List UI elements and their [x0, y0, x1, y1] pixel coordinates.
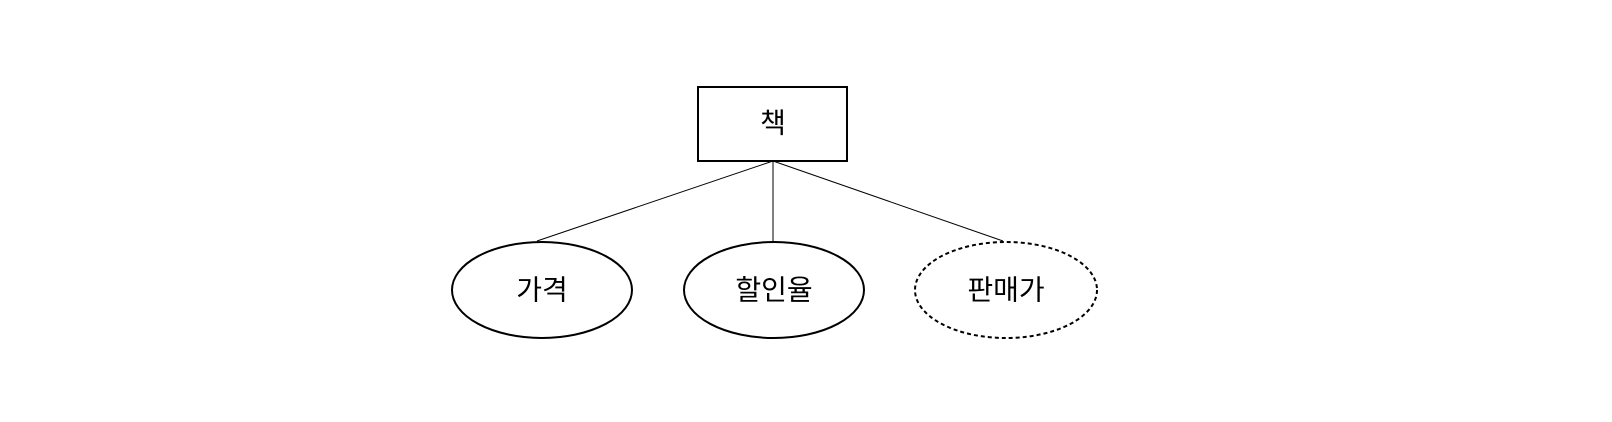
derived-attribute-sale-price: 판매가	[914, 241, 1098, 339]
derived-attribute-ellipse	[914, 241, 1098, 339]
attribute-label: 판매가	[967, 274, 1044, 307]
attribute-price: 가격	[451, 241, 633, 339]
connector-sale-price	[772, 160, 1004, 242]
entity-label: 책	[760, 107, 786, 140]
entity-box	[697, 86, 848, 162]
attribute-ellipse	[683, 241, 865, 339]
attribute-ellipse	[451, 241, 633, 339]
attribute-label: 가격	[516, 274, 568, 307]
attribute-label: 할인율	[735, 274, 812, 307]
attribute-discount-rate: 할인율	[683, 241, 865, 339]
entity-book: 책	[697, 86, 848, 162]
connector-price	[536, 160, 774, 242]
